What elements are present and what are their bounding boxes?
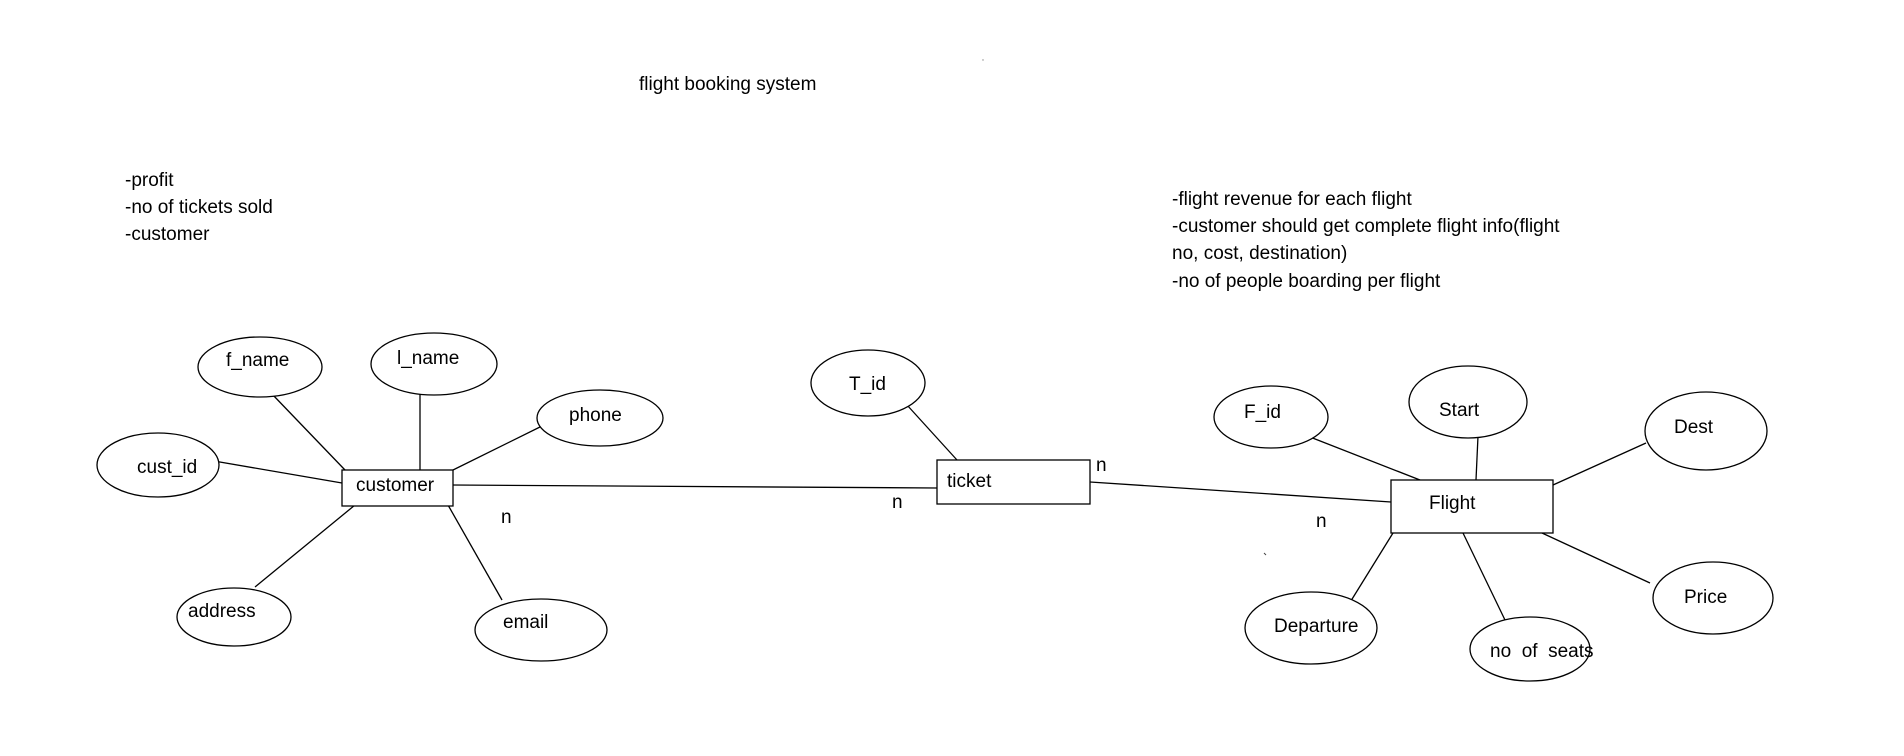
attribute-departure-ellipse <box>1244 591 1378 665</box>
note-right-item: -flight revenue for each flight <box>1172 189 1412 210</box>
stray-mark <box>1263 552 1267 556</box>
connector-email <box>447 504 503 601</box>
notes-left: -profit -no of tickets sold -customer <box>125 170 273 245</box>
entity-ticket-box <box>936 459 1091 505</box>
attribute-t-id-ellipse <box>810 349 926 417</box>
cardinality-ticket-left: n <box>892 492 903 513</box>
attribute-no-of-seats-label: no of seats <box>1490 641 1594 662</box>
connector-f-name <box>271 393 346 471</box>
notes-right: -flight revenue for each flight -custome… <box>1172 189 1560 292</box>
entity-customer-box <box>341 469 454 507</box>
attribute-price-label: Price <box>1684 587 1727 608</box>
attribute-address-ellipse <box>176 587 292 647</box>
attribute-f-name-ellipse <box>197 336 323 398</box>
attribute-cust-id[interactable]: cust_id <box>96 432 220 498</box>
attribute-email-label: email <box>503 612 548 633</box>
attribute-start-label: Start <box>1439 400 1480 421</box>
attribute-l-name[interactable]: l_name <box>370 332 498 396</box>
attribute-cust-id-label: cust_id <box>137 457 197 478</box>
attribute-l-name-ellipse <box>370 332 498 396</box>
connector-cust-id <box>213 460 343 484</box>
attribute-address[interactable]: address <box>176 587 292 647</box>
note-right-item: no, cost, destination) <box>1172 243 1347 264</box>
attribute-phone[interactable]: phone <box>536 389 664 447</box>
attribute-price-ellipse <box>1652 561 1774 635</box>
connector-address <box>254 504 356 588</box>
connector-phone <box>452 425 543 471</box>
connector-dest <box>1552 442 1647 486</box>
attribute-t-id-label: T_id <box>849 374 886 395</box>
attribute-f-name[interactable]: f_name <box>197 336 323 398</box>
entity-customer[interactable]: customer <box>341 469 454 507</box>
entity-flight-label: Flight <box>1429 493 1476 514</box>
attribute-f-id-label: F_id <box>1244 402 1281 423</box>
attribute-l-name-label: l_name <box>397 348 459 369</box>
attribute-departure[interactable]: Departure <box>1244 591 1378 665</box>
note-right-item: -customer should get complete flight inf… <box>1172 216 1560 237</box>
attribute-no-of-seats-ellipse <box>1469 616 1591 682</box>
attribute-address-label: address <box>188 601 256 622</box>
connector-start <box>1475 435 1479 481</box>
attribute-phone-ellipse <box>536 389 664 447</box>
note-left-item: -customer <box>125 224 210 245</box>
entity-flight-box <box>1390 479 1554 534</box>
connector-ticket-flight <box>1089 481 1392 503</box>
attribute-f-id[interactable]: F_id <box>1213 385 1329 449</box>
attribute-no-of-seats[interactable]: no of seats <box>1469 616 1594 682</box>
attribute-email[interactable]: email <box>474 598 608 662</box>
entity-ticket[interactable]: ticket <box>936 459 1091 505</box>
stray-mark <box>982 59 984 61</box>
connector-t-id <box>906 404 958 461</box>
cardinality-flight-side: n <box>1316 511 1327 532</box>
attribute-f-id-ellipse <box>1213 385 1329 449</box>
cardinality-ticket-right: n <box>1096 455 1107 476</box>
connector-price <box>1541 532 1651 584</box>
entity-ticket-label: ticket <box>947 471 992 492</box>
attribute-dest[interactable]: Dest <box>1644 391 1768 471</box>
connectors <box>213 393 1651 621</box>
attribute-cust-id-ellipse <box>96 432 220 498</box>
connector-departure <box>1348 532 1394 605</box>
attribute-start-ellipse <box>1408 365 1528 439</box>
cardinality-customer-side: n <box>501 507 512 528</box>
attribute-dest-ellipse <box>1644 391 1768 471</box>
attribute-email-ellipse <box>474 598 608 662</box>
entity-customer-label: customer <box>356 475 435 496</box>
attribute-t-id[interactable]: T_id <box>810 349 926 417</box>
attribute-dest-label: Dest <box>1674 417 1714 438</box>
attribute-start[interactable]: Start <box>1408 365 1528 439</box>
attribute-f-name-label: f_name <box>226 350 289 371</box>
attribute-departure-label: Departure <box>1274 616 1359 637</box>
note-left-item: -profit <box>125 170 174 191</box>
note-right-item: -no of people boarding per flight <box>1172 271 1441 292</box>
connector-f-id <box>1309 436 1421 481</box>
entity-flight[interactable]: Flight <box>1390 479 1554 534</box>
attribute-phone-label: phone <box>569 405 622 426</box>
diagram-title: flight booking system <box>639 74 816 95</box>
connector-customer-ticket <box>451 484 938 489</box>
connector-no-of-seats <box>1462 532 1506 621</box>
note-left-item: -no of tickets sold <box>125 197 273 218</box>
attribute-price[interactable]: Price <box>1652 561 1774 635</box>
